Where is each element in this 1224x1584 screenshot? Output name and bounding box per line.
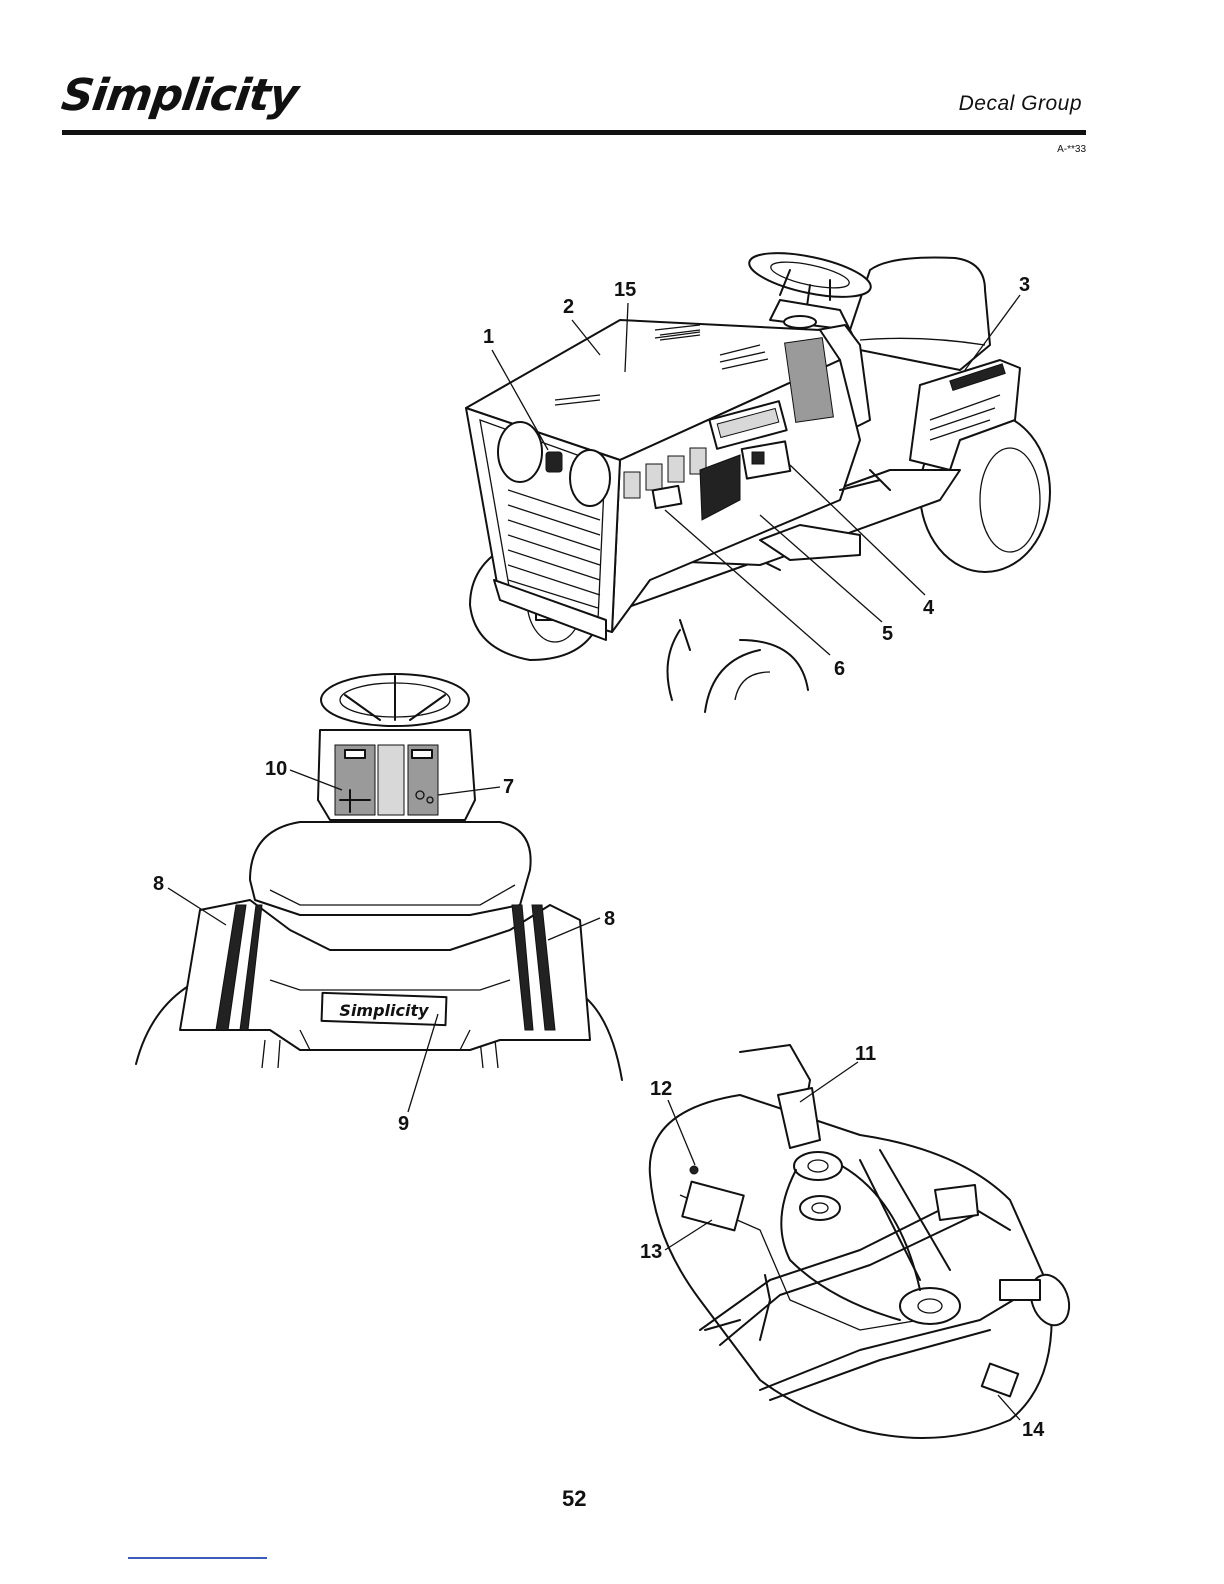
callout-7: 7: [503, 776, 514, 798]
callout-4: 4: [923, 597, 935, 619]
callout-1: 1: [483, 326, 494, 348]
callout-10: 10: [265, 758, 287, 780]
callout-9: 9: [398, 1113, 409, 1135]
mower-deck-illustration: [650, 1045, 1076, 1438]
callout-8-left: 8: [153, 873, 164, 895]
seat-rear-illustration: Simplicity: [136, 674, 622, 1080]
callout-6: 6: [834, 658, 845, 680]
callout-13: 13: [640, 1241, 662, 1263]
callout-12: 12: [650, 1078, 672, 1100]
callout-14: 14: [1022, 1419, 1045, 1441]
footer-link-line: [128, 1557, 267, 1559]
callout-8-right: 8: [604, 908, 615, 930]
callout-3: 3: [1019, 274, 1030, 296]
callout-11: 11: [855, 1043, 876, 1065]
callout-2: 2: [563, 296, 574, 318]
callout-5: 5: [882, 623, 893, 645]
seat-logo-decal: Simplicity: [339, 1001, 429, 1020]
page-number: 52: [562, 1486, 586, 1512]
tractor-illustration: [466, 245, 1050, 712]
callout-15: 15: [614, 279, 636, 301]
